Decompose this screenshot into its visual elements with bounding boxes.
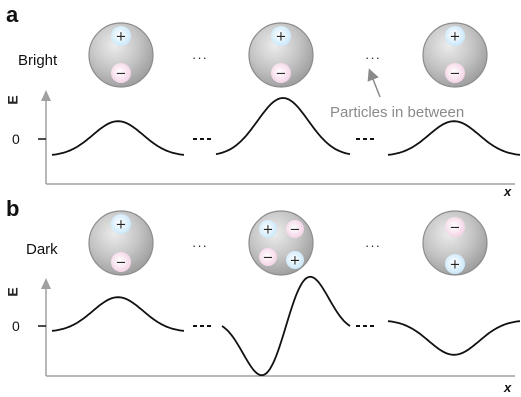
svg-text:−: − xyxy=(290,223,301,238)
negative-charge: − xyxy=(111,63,131,83)
svg-text:−: − xyxy=(116,256,127,271)
positive-charge: + xyxy=(445,26,465,46)
svg-text:+: + xyxy=(116,218,127,233)
panel-a-field-curve-2 xyxy=(215,97,351,156)
panel-b-ellipsis-2: ··· xyxy=(365,238,381,253)
particles-in-between-note: Particles in between xyxy=(330,104,465,121)
negative-charge: − xyxy=(111,252,131,272)
positive-charge: + xyxy=(111,214,131,234)
panel-b-field-curve-1 xyxy=(51,296,185,332)
panel-a-particle-3: + − xyxy=(422,22,488,88)
svg-text:−: − xyxy=(276,67,287,82)
panel-a-axes xyxy=(41,90,515,185)
panel-b-zero-label: 0 xyxy=(12,318,20,334)
panel-a-ellipsis-2: ··· xyxy=(365,50,381,65)
svg-text:+: + xyxy=(290,254,301,269)
panel-b-field-curve-3 xyxy=(387,320,521,356)
negative-charge: − xyxy=(271,63,291,83)
negative-charge: − xyxy=(286,220,304,238)
positive-charge: + xyxy=(259,220,277,238)
panel-b-axes xyxy=(41,278,515,377)
panel-a-letter: a xyxy=(6,2,19,27)
panel-b-letter: b xyxy=(6,196,20,221)
svg-text:−: − xyxy=(450,67,461,82)
panel-b-particle-1: + − xyxy=(88,210,154,276)
negative-charge: − xyxy=(445,217,465,237)
panel-b-x-axis-label: x xyxy=(504,380,512,395)
panel-a-particle-1: + − xyxy=(88,22,154,88)
positive-charge: + xyxy=(445,254,465,274)
panel-a-zero-label: 0 xyxy=(12,131,20,147)
negative-charge: − xyxy=(259,248,277,266)
negative-charge: − xyxy=(445,63,465,83)
panel-b-row-label: Dark xyxy=(26,241,58,258)
positive-charge: + xyxy=(111,26,131,46)
panel-b-particle-3: − + xyxy=(422,210,488,276)
positive-charge: + xyxy=(271,26,291,46)
svg-text:−: − xyxy=(263,251,274,266)
svg-text:+: + xyxy=(263,223,274,238)
svg-text:−: − xyxy=(450,221,461,236)
svg-text:+: + xyxy=(276,30,287,45)
svg-text:+: + xyxy=(450,30,461,45)
svg-text:−: − xyxy=(116,67,127,82)
panel-a-row-label: Bright xyxy=(18,52,58,69)
panel-b-particle-2: + − − + xyxy=(248,210,314,276)
panel-a-x-axis-label: x xyxy=(504,184,512,199)
svg-text:+: + xyxy=(450,258,461,273)
panel-b-field-curve-2 xyxy=(221,275,351,377)
annotation-arrow xyxy=(367,68,381,98)
positive-charge: + xyxy=(286,251,304,269)
panel-a-ellipsis-1: ··· xyxy=(192,50,208,65)
panel-a-field-curve-3 xyxy=(387,120,521,156)
panel-a-field-curve-1 xyxy=(51,120,185,156)
panel-b-ellipsis-1: ··· xyxy=(192,238,208,253)
svg-text:+: + xyxy=(116,30,127,45)
panel-a-particle-2: + − xyxy=(248,22,314,88)
